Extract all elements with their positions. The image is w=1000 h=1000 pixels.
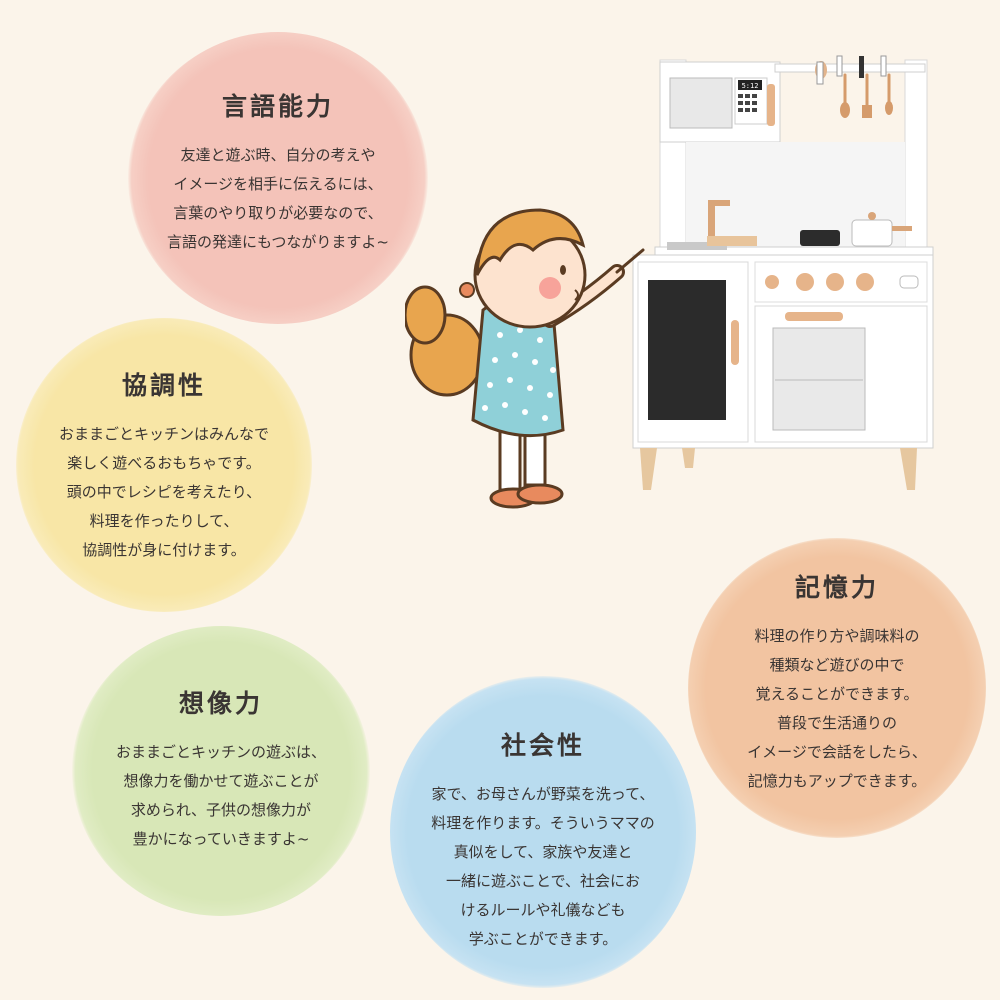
language-ability-card: 言語能力 友達と遊ぶ時、自分の考えや イメージを相手に伝えるには、 言葉のやり取… (128, 32, 428, 324)
toy-kitchen: 5:12 (632, 55, 934, 490)
social-skills-title: 社会性 (500, 731, 585, 760)
cooperation-body: おままごとキッチンはみんなで 楽しく遊べるおもちゃです。 頭の中でレシピを考えた… (58, 425, 269, 559)
memory-title: 記憶力 (794, 573, 879, 602)
imagination-title: 想像力 (178, 689, 263, 718)
social-skills-body: 家で、お母さんが野菜を洗って、 料理を作ります。そういうママの 真似をして、家族… (431, 785, 655, 948)
social-skills-card: 社会性 家で、お母さんが野菜を洗って、 料理を作ります。そういうママの 真似をし… (390, 676, 696, 988)
girl-illustration (405, 208, 645, 509)
memory-body: 料理の作り方や調味料の 種類など遊びの中で 覚えることができます。 普段で生活通… (747, 627, 927, 790)
cooperation-title: 協調性 (121, 371, 206, 400)
imagination-card: 想像力 おままごとキッチンの遊ぶは、 想像力を働かせて遊ぶことが 求められ、子供… (72, 626, 370, 916)
timer-display-text: 5:12 (742, 82, 759, 90)
cooperation-card: 協調性 おままごとキッチンはみんなで 楽しく遊べるおもちゃです。 頭の中でレシピ… (16, 318, 312, 612)
memory-card: 記憶力 料理の作り方や調味料の 種類など遊びの中で 覚えることができます。 普段… (688, 538, 986, 838)
language-ability-body: 友達と遊ぶ時、自分の考えや イメージを相手に伝えるには、 言葉のやり取りが必要な… (167, 146, 389, 251)
girl-and-toy-kitchen-illustration: 5:12 (405, 55, 934, 509)
language-ability-title: 言語能力 (221, 92, 334, 121)
timer-display (738, 80, 762, 90)
imagination-body: おままごとキッチンの遊ぶは、 想像力を働かせて遊ぶことが 求められ、子供の想像力… (115, 743, 326, 848)
